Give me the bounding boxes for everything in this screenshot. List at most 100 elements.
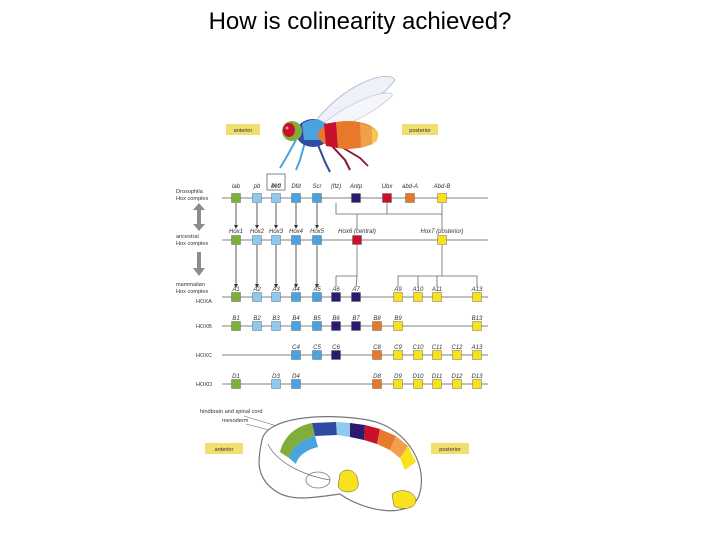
hox-gene-a7: A7 [351, 287, 361, 302]
hox-gene-ftz: (ftz) [331, 184, 341, 190]
gene-label: A9 [393, 287, 402, 293]
gene-box [271, 193, 281, 203]
gene-label: A7 [351, 287, 360, 293]
hoxb-label: HOXB [196, 324, 212, 330]
hox-gene-c4: C4 [291, 345, 301, 360]
gene-label: B8 [373, 316, 381, 322]
hox-gene-hox5: Hox5 [310, 229, 325, 245]
hox-gene-d11: D11 [432, 374, 443, 389]
gene-box [231, 292, 241, 302]
embryo-illustration [258, 416, 423, 512]
gene-label: bcd [271, 184, 281, 190]
gene-box [413, 350, 423, 360]
mammalian-label-line2: Hox complex [176, 289, 209, 295]
hox-gene-b6: B6 [331, 316, 341, 331]
hox-gene-hox7posterior: Hox7 (posterior) [420, 229, 464, 245]
gene-box [452, 350, 462, 360]
gene-box [231, 235, 241, 245]
gene-label: D8 [373, 374, 381, 380]
gene-box [372, 350, 382, 360]
hox-gene-c5: C5 [312, 345, 322, 360]
hox-gene-hox3: Hox3 [269, 229, 284, 245]
gene-label: B7 [352, 316, 360, 322]
ancestral-label-line1: ancestral [176, 234, 199, 240]
hox-gene-a5: A5 [312, 287, 322, 302]
gene-label: (ftz) [331, 184, 341, 190]
gene-label: Hox3 [269, 229, 284, 235]
gene-label: Scr [313, 184, 323, 190]
gene-label: A10 [412, 287, 424, 293]
gene-box [252, 193, 262, 203]
gene-box [231, 193, 241, 203]
drosophila-label-line1: Drosophila [176, 189, 204, 195]
mammalian-label-line1: mammalian [176, 282, 205, 288]
gene-label: Dfd [291, 184, 301, 190]
gene-label: A2 [252, 287, 261, 293]
hox-gene-ubx: Ubx [382, 184, 393, 203]
hox-gene-dfd: Dfd [291, 184, 301, 203]
fly-posterior-label: posterior [409, 128, 431, 134]
gene-box [372, 321, 382, 331]
gene-label: Hox2 [250, 229, 265, 235]
gene-box [393, 350, 403, 360]
hox-gene-d12: D12 [451, 374, 463, 389]
gene-box [437, 235, 447, 245]
gene-label: B13 [472, 316, 483, 322]
gene-box [312, 235, 322, 245]
gene-box [271, 379, 281, 389]
embryo-anterior-label: anterior [215, 447, 234, 453]
gene-box [291, 321, 301, 331]
gene-box [331, 321, 341, 331]
hox-gene-d1: D1 [231, 374, 241, 389]
gene-box [372, 379, 382, 389]
gene-box [393, 379, 403, 389]
gene-box [312, 292, 322, 302]
gene-box [291, 350, 301, 360]
gene-label: lab [232, 184, 241, 190]
hox-gene-b1: B1 [231, 316, 241, 331]
gene-box [271, 235, 281, 245]
hox-gene-antp: Antp [349, 184, 363, 203]
hox-gene-b7: B7 [351, 316, 361, 331]
hox-gene-a2: A2 [252, 287, 262, 302]
gene-box [252, 235, 262, 245]
hox-gene-d10: D10 [412, 374, 424, 389]
hox-gene-d3: D3 [271, 374, 281, 389]
gene-box [351, 193, 361, 203]
hox-gene-a1: A1 [231, 287, 241, 302]
hox-gene-a9: A9 [393, 287, 403, 302]
gene-box [472, 292, 482, 302]
embryo-anterior-box [205, 443, 243, 454]
gene-label: Antp [349, 184, 363, 190]
hox-gene-b4: B4 [291, 316, 301, 331]
slide-title: How is colinearity achieved? [208, 8, 512, 35]
gene-box [432, 292, 442, 302]
gene-label: D4 [292, 374, 300, 380]
gene-label: Hox7 (posterior) [420, 229, 463, 235]
gene-box [472, 379, 482, 389]
gene-label: D11 [432, 374, 443, 380]
hox-gene-d13: D13 [471, 374, 483, 389]
mesoderm-label: mesoderm [222, 418, 249, 424]
gene-label: C6 [332, 345, 340, 351]
gene-label: D12 [451, 374, 463, 380]
hox-gene-hox1: Hox1 [229, 229, 243, 245]
hox-gene-c9: C9 [393, 345, 403, 360]
gene-label: A3 [271, 287, 280, 293]
gene-box [331, 292, 341, 302]
gene-label: Hox6 (central) [338, 229, 376, 235]
hox-gene-a4: A4 [291, 287, 301, 302]
gene-label: A1 [231, 287, 239, 293]
gene-box [312, 350, 322, 360]
gene-box [393, 321, 403, 331]
gene-label: C10 [412, 345, 424, 351]
hox-gene-abdb: Abd-B [433, 184, 450, 203]
gene-label: D9 [394, 374, 402, 380]
fly-illustration [279, 76, 396, 173]
gene-box [413, 292, 423, 302]
hox-gene-pb: pb [252, 184, 262, 203]
fly-anterior-label: anterior [234, 128, 253, 134]
gene-box [432, 379, 442, 389]
